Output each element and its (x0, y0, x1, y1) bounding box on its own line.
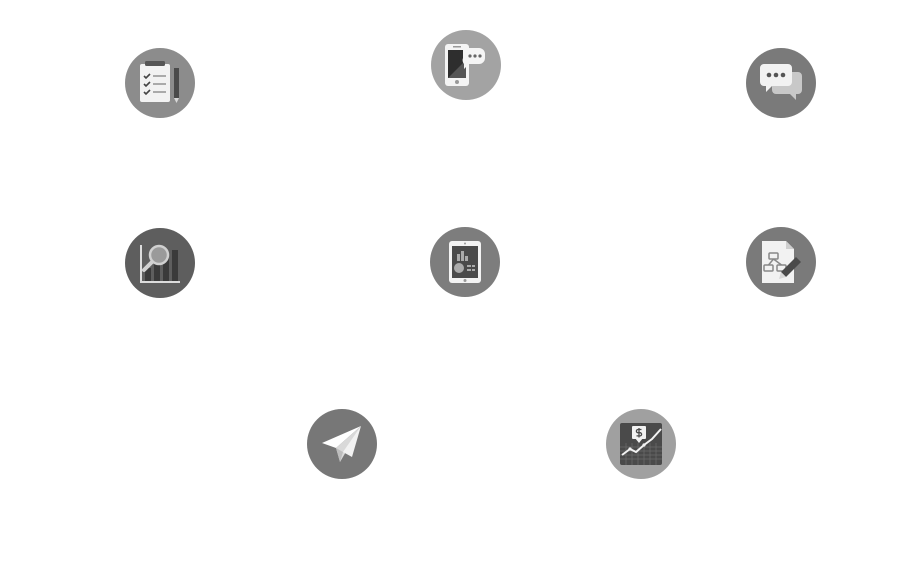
diagram-edit-icon[interactable] (746, 227, 816, 297)
finance-growth-icon[interactable] (606, 409, 676, 479)
tablet-dashboard-icon[interactable] (430, 227, 500, 297)
chat-bubbles-icon[interactable] (746, 48, 816, 118)
phone-chat-icon[interactable] (431, 30, 501, 100)
analytics-magnifier-icon[interactable] (125, 228, 195, 298)
paper-plane-icon[interactable] (307, 409, 377, 479)
checklist-icon[interactable] (125, 48, 195, 118)
